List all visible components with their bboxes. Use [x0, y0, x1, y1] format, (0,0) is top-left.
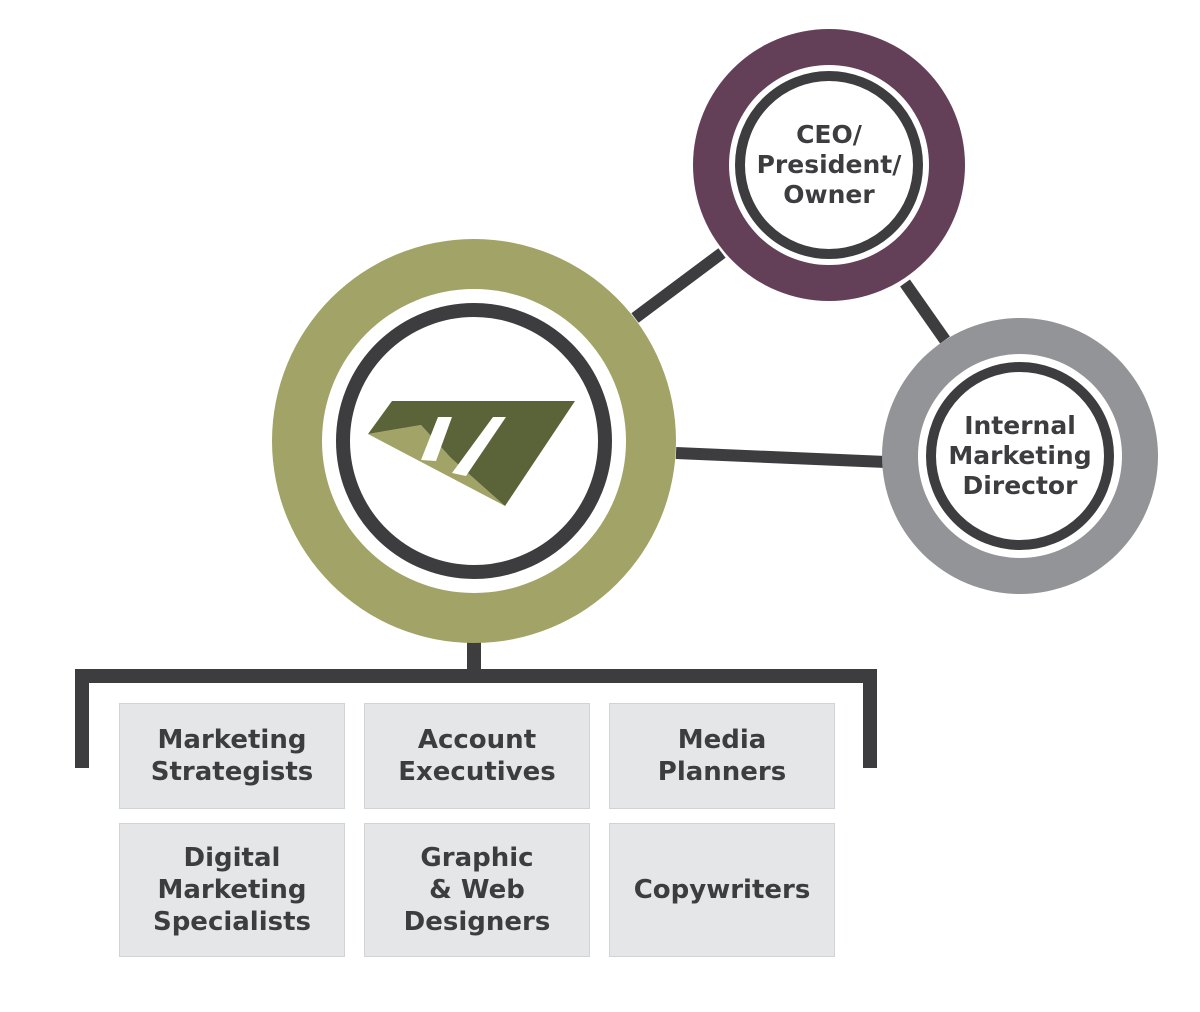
role-box-account-executives: Account Executives [364, 703, 590, 809]
role-box-graphic-web-designers: Graphic & Web Designers [364, 823, 590, 957]
agency-circle [272, 239, 676, 643]
role-label: Graphic & Web Designers [403, 843, 551, 937]
role-label: Media Planners [657, 725, 787, 787]
role-box-media-planners: Media Planners [609, 703, 835, 809]
connector-agency-director [675, 447, 887, 468]
role-box-copywriters: Copywriters [609, 823, 835, 957]
role-label: Copywriters [633, 875, 811, 905]
team-bracket [75, 640, 877, 768]
role-box-digital-marketing-specialists: Digital Marketing Specialists [119, 823, 345, 957]
role-label: Digital Marketing Specialists [152, 843, 312, 937]
role-box-marketing-strategists: Marketing Strategists [119, 703, 345, 809]
connector-agency-ceo [631, 248, 726, 323]
ceo-circle [693, 29, 965, 301]
agency-logo-icon [368, 401, 575, 506]
director-label: Internal Marketing Director [948, 411, 1092, 500]
ceo-label: CEO/ President/ Owner [756, 120, 902, 209]
role-label: Marketing Strategists [150, 725, 314, 787]
connector-ceo-director [900, 279, 950, 344]
director-circle [882, 318, 1158, 594]
role-label: Account Executives [398, 725, 556, 787]
